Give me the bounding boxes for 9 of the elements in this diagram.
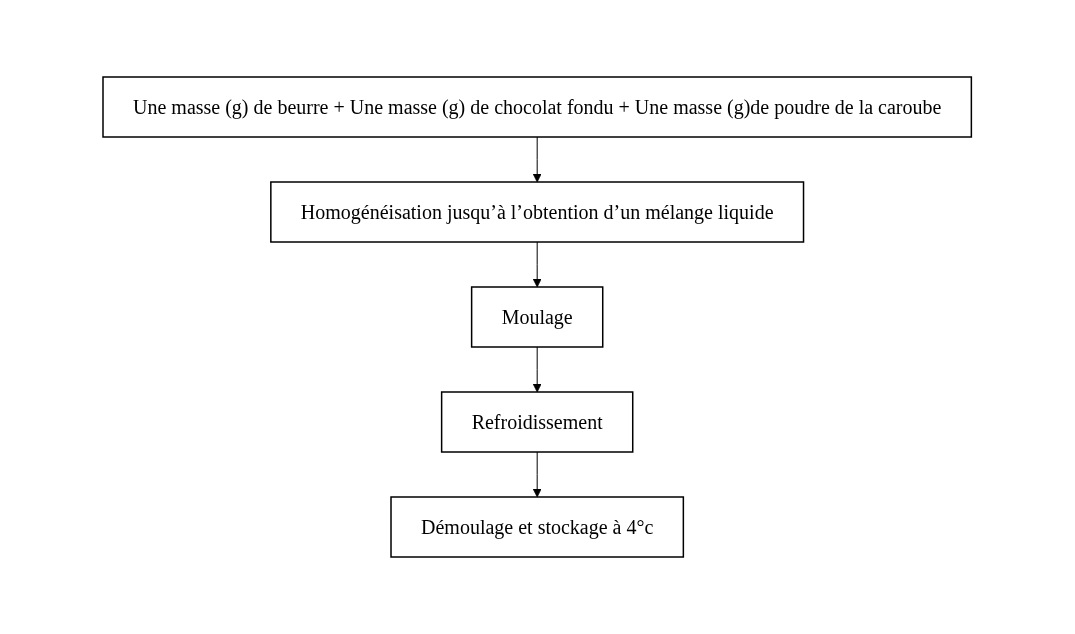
- arrow: [533, 241, 542, 288]
- node-box: Démoulage et stockage à 4°c: [390, 496, 685, 558]
- node-box: Moulage: [471, 286, 604, 348]
- node-box: Une masse (g) de beurre + Une masse (g) de chocolat fondu + Une masse (g)de poudre de la caroube: [102, 76, 973, 138]
- arrow: [533, 451, 542, 498]
- arrow: [533, 346, 542, 393]
- node-box: Refroidissement: [441, 391, 634, 453]
- arrow: [533, 136, 542, 183]
- node-box: Homogénéisation jusqu’à l’obtention d’un mélange liquide: [270, 181, 805, 243]
